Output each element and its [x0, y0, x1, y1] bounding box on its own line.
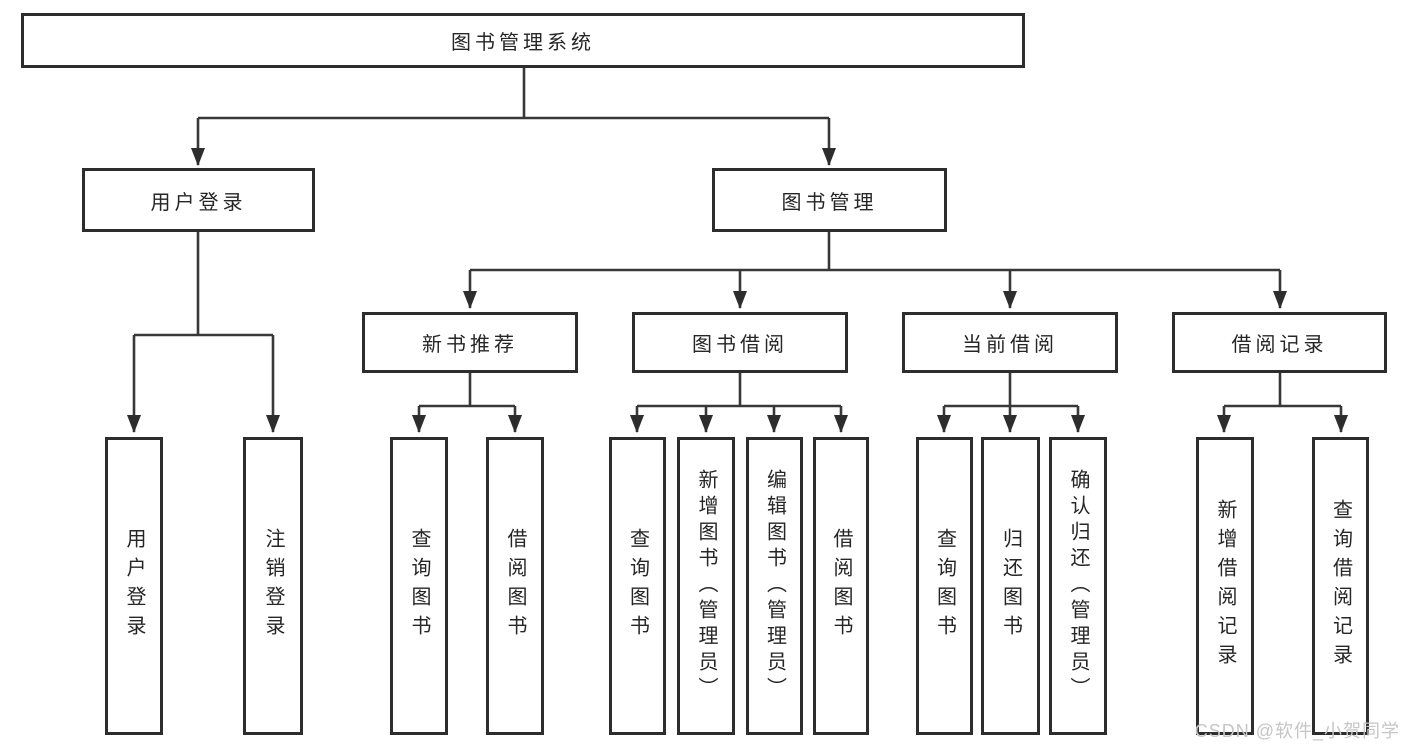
leaf-label: 查询图书 — [408, 528, 430, 644]
leaf-edit-books-admin: 编辑图书（管理员） — [746, 437, 803, 735]
csdn-watermark: CSDN @软件_小贺同学 — [1194, 721, 1400, 741]
node-label: 图书管理 — [781, 191, 878, 214]
leaf-add-borrow-record: 新增借阅记录 — [1196, 437, 1254, 735]
node-current-borrow: 当前借阅 — [902, 312, 1118, 373]
leaf-add-books-admin: 新增图书（管理员） — [677, 437, 735, 735]
leaf-label: 新增图书（管理员） — [695, 469, 717, 703]
leaf-label: 查询图书 — [626, 528, 649, 644]
leaf-confirm-return-admin: 确认归还（管理员） — [1049, 437, 1107, 735]
leaf-label: 新增借阅记录 — [1214, 499, 1236, 673]
node-new-book-recommend: 新书推荐 — [362, 312, 578, 373]
node-label: 新书推荐 — [422, 334, 518, 356]
node-book-borrow: 图书借阅 — [632, 312, 848, 373]
leaf-recommend-borrow-books: 借阅图书 — [486, 437, 544, 735]
leaf-label: 编辑图书（管理员） — [763, 469, 786, 703]
node-label: 借阅记录 — [1231, 334, 1328, 356]
node-book-management: 图书管理 — [712, 168, 947, 232]
leaf-user-login: 用户登录 — [105, 437, 163, 735]
leaf-label: 借阅图书 — [830, 528, 852, 644]
leaf-label: 查询图书 — [933, 528, 956, 644]
leaf-label: 借阅图书 — [504, 528, 526, 644]
leaf-logout: 注销登录 — [243, 437, 303, 735]
leaf-return-books: 归还图书 — [981, 437, 1040, 735]
leaf-label: 确认归还（管理员） — [1067, 469, 1089, 703]
node-library-management-system: 图书管理系统 — [21, 13, 1025, 68]
leaf-label: 归还图书 — [999, 528, 1022, 644]
leaf-current-query-books: 查询图书 — [916, 437, 973, 735]
leaf-label: 用户登录 — [123, 528, 145, 644]
node-label: 图书管理系统 — [451, 32, 595, 54]
leaf-borrow-query-books: 查询图书 — [609, 437, 666, 735]
leaf-borrow-books: 借阅图书 — [813, 437, 869, 735]
node-borrow-records: 借阅记录 — [1172, 312, 1387, 373]
node-user-login: 用户登录 — [82, 168, 315, 232]
leaf-label: 查询借阅记录 — [1329, 499, 1352, 673]
node-label: 当前借阅 — [962, 334, 1058, 356]
leaf-label: 注销登录 — [262, 528, 284, 644]
leaf-recommend-query-books: 查询图书 — [390, 437, 448, 735]
leaf-query-borrow-record: 查询借阅记录 — [1312, 437, 1369, 735]
node-label: 图书借阅 — [692, 334, 788, 356]
node-label: 用户登录 — [150, 191, 247, 214]
